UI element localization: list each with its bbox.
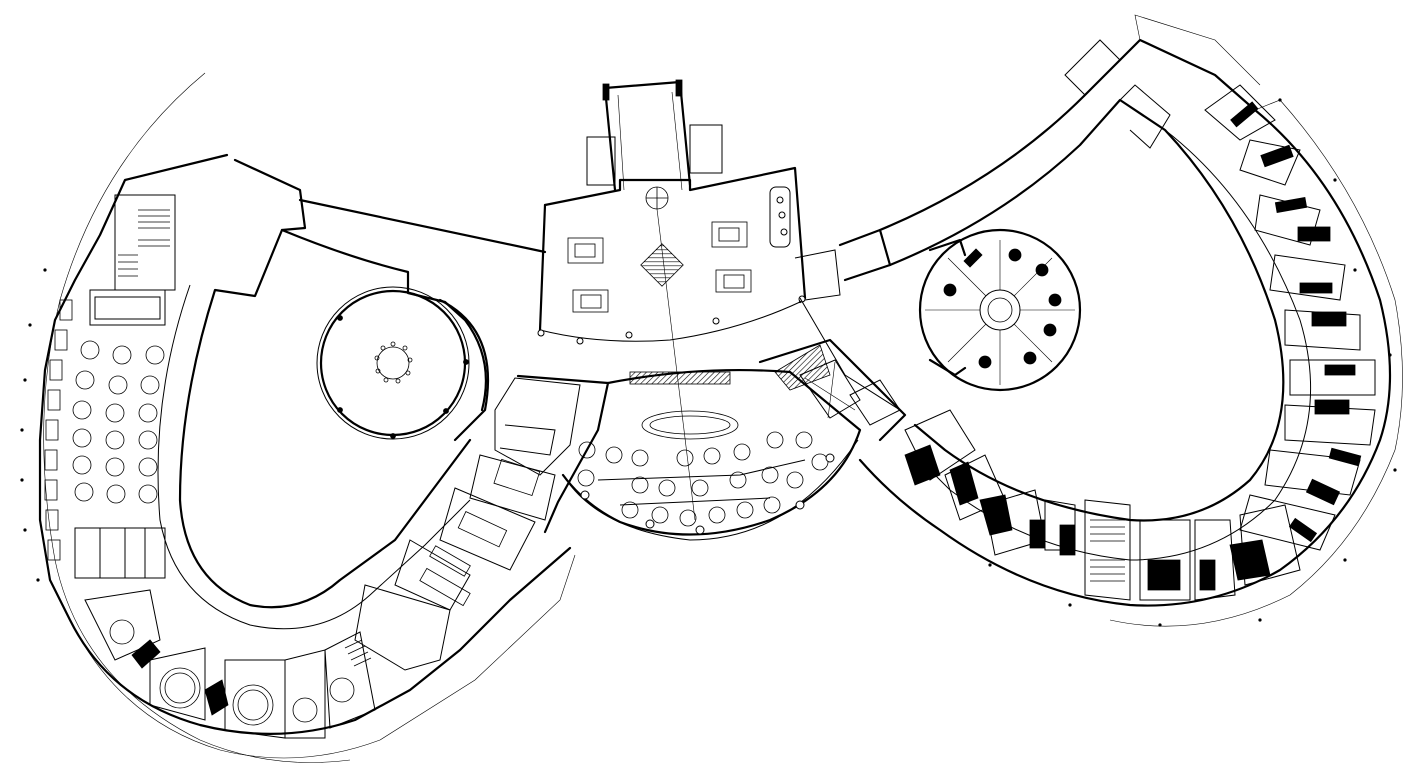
left-wing-corridor-line bbox=[157, 284, 471, 630]
restaurant-tables bbox=[577, 431, 829, 527]
restaurant-fan bbox=[561, 344, 862, 541]
circular-hall-right bbox=[918, 228, 1082, 392]
circular-hall-right-tables bbox=[943, 248, 1062, 369]
stair-core-right bbox=[1090, 519, 1125, 582]
lobby-columns bbox=[537, 295, 806, 345]
hotel-beds-east bbox=[1230, 101, 1362, 543]
right-wing-outer-wall bbox=[858, 38, 1392, 607]
right-wing bbox=[20, 14, 1403, 627]
stair-core-left bbox=[89, 194, 176, 326]
circular-hall-columns bbox=[337, 315, 469, 439]
center-right-connector bbox=[758, 297, 907, 442]
west-facade-mullions bbox=[44, 299, 73, 561]
left-wing-site-boundary bbox=[69, 554, 576, 759]
restaurant-outline bbox=[561, 368, 862, 536]
lobby-feature bbox=[640, 243, 684, 287]
buffet-island bbox=[641, 410, 739, 440]
circular-hall-right-spokes bbox=[925, 240, 1075, 385]
hotel-rooms-south bbox=[904, 409, 1301, 601]
entrance-canopy bbox=[586, 79, 723, 192]
restroom-block bbox=[74, 527, 166, 579]
lobby-front-curve bbox=[539, 301, 801, 342]
hotel-rooms-east bbox=[1204, 84, 1376, 551]
lobby-sofa-groups bbox=[567, 221, 752, 313]
circular-hall-chairs bbox=[374, 341, 413, 384]
central-lobby bbox=[537, 79, 892, 521]
service-block bbox=[354, 374, 610, 671]
lobby-outer-wall bbox=[543, 166, 807, 300]
restaurant-columns bbox=[580, 453, 835, 535]
left-wing bbox=[38, 72, 576, 763]
left-wing-upper-corridor-wall bbox=[298, 198, 547, 254]
left-wing-outer-wall bbox=[38, 153, 572, 735]
right-wing-corridor-line bbox=[919, 129, 1312, 561]
left-wing-site-arc bbox=[43, 72, 351, 763]
circular-hall-left bbox=[316, 286, 490, 442]
banquet-table-grid bbox=[72, 340, 165, 504]
restaurant-screen bbox=[629, 371, 731, 385]
right-wing-inner-wall bbox=[888, 98, 1285, 522]
left-wing-upper-corridor-wall-inner bbox=[280, 228, 488, 412]
site-markers bbox=[20, 98, 1397, 627]
hotel-beds-south bbox=[904, 444, 1271, 591]
reception-desk bbox=[769, 186, 791, 248]
stair-hatch bbox=[774, 344, 831, 391]
left-wing-inner-wall bbox=[178, 158, 472, 609]
private-dining-rooms bbox=[84, 589, 376, 739]
